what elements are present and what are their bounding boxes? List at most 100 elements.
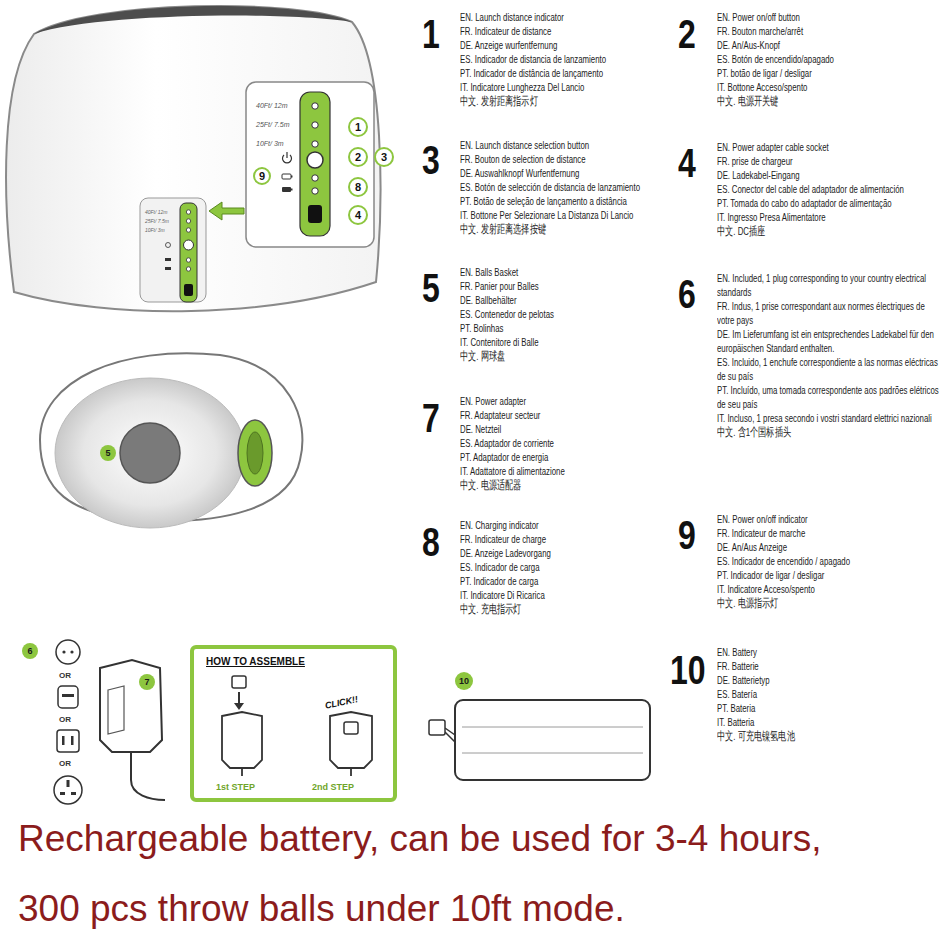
battery-pack-part bbox=[462, 753, 643, 754]
machine-front-panel-part bbox=[186, 267, 190, 271]
translation-line: ES. Batería bbox=[717, 687, 941, 701]
assembly-panel: HOW TO ASSEMBLECLICK!!1st STEP2nd STEP bbox=[190, 645, 397, 802]
control-panel-inset-part bbox=[312, 122, 318, 128]
callout-number: 2 bbox=[355, 151, 361, 163]
battery-pack bbox=[429, 700, 650, 780]
control-panel-inset-part bbox=[312, 188, 318, 194]
translation-line: IT. Adattatore di alimentazione bbox=[460, 464, 678, 478]
assembly-steps-part bbox=[232, 676, 246, 688]
translation-line: IT. Ingresso Presa Alimentatore bbox=[717, 210, 941, 224]
control-panel-inset bbox=[246, 82, 374, 247]
item-description: EN. Charging indicatorFR. Indicateur de … bbox=[460, 518, 678, 616]
item-number: 7 bbox=[422, 398, 440, 438]
control-panel-inset-part bbox=[282, 187, 291, 192]
translation-line: FR. Bouton marche/arrêt bbox=[717, 24, 941, 38]
translation-line: ES. Indicador de carga bbox=[460, 560, 678, 574]
control-panel-inset-part bbox=[312, 103, 318, 109]
callout-number: 8 bbox=[355, 181, 361, 193]
callout-circle: 4 bbox=[348, 205, 368, 225]
plug-types-part bbox=[70, 650, 73, 653]
callout-number: 9 bbox=[259, 170, 265, 182]
callout-number: 4 bbox=[355, 209, 361, 221]
control-panel-inset-part bbox=[291, 189, 293, 191]
item-description: EN. Balls BasketFR. Panier pour BallesDE… bbox=[460, 265, 678, 363]
battery-note: Rechargeable battery, can be used for 3-… bbox=[18, 818, 822, 860]
translation-line: IT. Bottone Per Selezionare La Distanza … bbox=[460, 208, 678, 222]
item-number: 4 bbox=[678, 143, 696, 183]
translation-line: IT. Bottone Acceso/spento bbox=[717, 80, 941, 94]
power-adapter bbox=[100, 660, 165, 800]
ball-basket bbox=[40, 353, 302, 528]
item-description: EN. Included, 1 plug corresponding to yo… bbox=[717, 271, 941, 439]
callout-number: 6 bbox=[27, 646, 32, 656]
distance-label: 25Ft/ 7.5m bbox=[256, 121, 289, 129]
plug-types-part bbox=[56, 640, 80, 664]
translation-line: DE. Ballbehälter bbox=[460, 293, 678, 307]
machine-front-panel-part bbox=[184, 284, 193, 296]
item-description: EN. Power adapterFR. Adaptateur secteurD… bbox=[460, 394, 678, 492]
pointer-arrow-part bbox=[209, 202, 244, 220]
translation-line: FR. Panier pour Balles bbox=[460, 279, 678, 293]
translation-line: FR. Bouton de selection de distance bbox=[460, 152, 678, 166]
translation-line: FR. Indus, 1 prise correspondant aux nor… bbox=[717, 299, 941, 327]
translation-line: 中文. 充电指示灯 bbox=[460, 602, 678, 616]
assembly-steps bbox=[222, 676, 372, 776]
assembly-steps-part bbox=[350, 768, 352, 776]
callout-dot: 5 bbox=[100, 445, 116, 461]
battery-note: 300 pcs throw balls under 10ft mode. bbox=[18, 888, 625, 930]
control-panel-inset-part bbox=[246, 82, 374, 247]
plug-types bbox=[54, 640, 82, 804]
control-panel-inset-part bbox=[312, 141, 318, 147]
translation-line: PT. Bateria bbox=[717, 701, 941, 715]
translation-line: FR. Adaptateur secteur bbox=[460, 408, 678, 422]
control-panel-inset-part bbox=[291, 176, 293, 178]
machine-front-panel-part bbox=[165, 267, 171, 270]
translation-line: PT. Adaptador de energia bbox=[460, 450, 678, 464]
translation-line: DE. Ladekabel-Eingang bbox=[717, 168, 941, 182]
step-label: 2nd STEP bbox=[312, 782, 354, 792]
item-number: 8 bbox=[422, 522, 440, 562]
callout-circle: 1 bbox=[348, 117, 368, 137]
translation-line: FR. prise de chargeur bbox=[717, 154, 941, 168]
callout-circle: 3 bbox=[374, 147, 394, 167]
translation-line: EN. Power on/off indicator bbox=[717, 512, 941, 526]
assembly-steps-part bbox=[241, 768, 243, 776]
callout-number: 3 bbox=[381, 151, 387, 163]
or-label: OR bbox=[59, 715, 71, 724]
callout-circle: 2 bbox=[348, 147, 368, 167]
plug-types-part bbox=[62, 736, 65, 745]
translation-line: 中文. 网球盘 bbox=[460, 349, 678, 363]
translation-line: EN. Launch distance indicator bbox=[460, 10, 678, 24]
translation-line: 中文. 电源指示灯 bbox=[717, 596, 941, 610]
plug-types-part bbox=[62, 694, 74, 697]
callout-number: 1 bbox=[355, 121, 361, 133]
plug-types-part bbox=[62, 650, 65, 653]
battery-pack-part bbox=[462, 727, 643, 728]
translation-line: IT. Incluso, 1 presa secondo i vostri st… bbox=[717, 411, 941, 425]
ball-basket-part bbox=[247, 432, 263, 474]
translation-line: IT. Contenitore di Balle bbox=[460, 335, 678, 349]
translation-line: PT. Bolinhas bbox=[460, 321, 678, 335]
power-adapter-part bbox=[108, 686, 124, 734]
machine-body bbox=[6, 6, 380, 311]
translation-line: IT. Batteria bbox=[717, 715, 941, 729]
translation-line: EN. Included, 1 plug corresponding to yo… bbox=[717, 271, 941, 299]
item-description: EN. BatteryFR. BatterieDE. BatterietypES… bbox=[717, 645, 941, 743]
control-panel-inset-part bbox=[308, 205, 322, 223]
translation-line: EN. Balls Basket bbox=[460, 265, 678, 279]
translation-line: 中文. 电源适配器 bbox=[460, 478, 678, 492]
translation-line: ES. Indicador de distancia de lanzamient… bbox=[460, 52, 678, 66]
translation-line: EN. Launch distance selection button bbox=[460, 138, 678, 152]
ball-basket-part bbox=[238, 420, 272, 486]
item-description: EN. Power on/off indicatorFR. Indicateur… bbox=[717, 512, 941, 610]
translation-line: PT. botão de ligar / desligar bbox=[717, 66, 941, 80]
ball-basket-part bbox=[120, 423, 180, 483]
or-label: OR bbox=[59, 759, 71, 768]
translation-line: ES. Adaptador de corriente bbox=[460, 436, 678, 450]
translation-line: ES. Indicador de encendido / apagado bbox=[717, 554, 941, 568]
plug-types-part bbox=[57, 730, 79, 752]
assembly-steps-part bbox=[238, 692, 240, 704]
assembly-steps-part bbox=[344, 722, 358, 734]
translation-line: PT. Indicador de ligar / desligar bbox=[717, 568, 941, 582]
